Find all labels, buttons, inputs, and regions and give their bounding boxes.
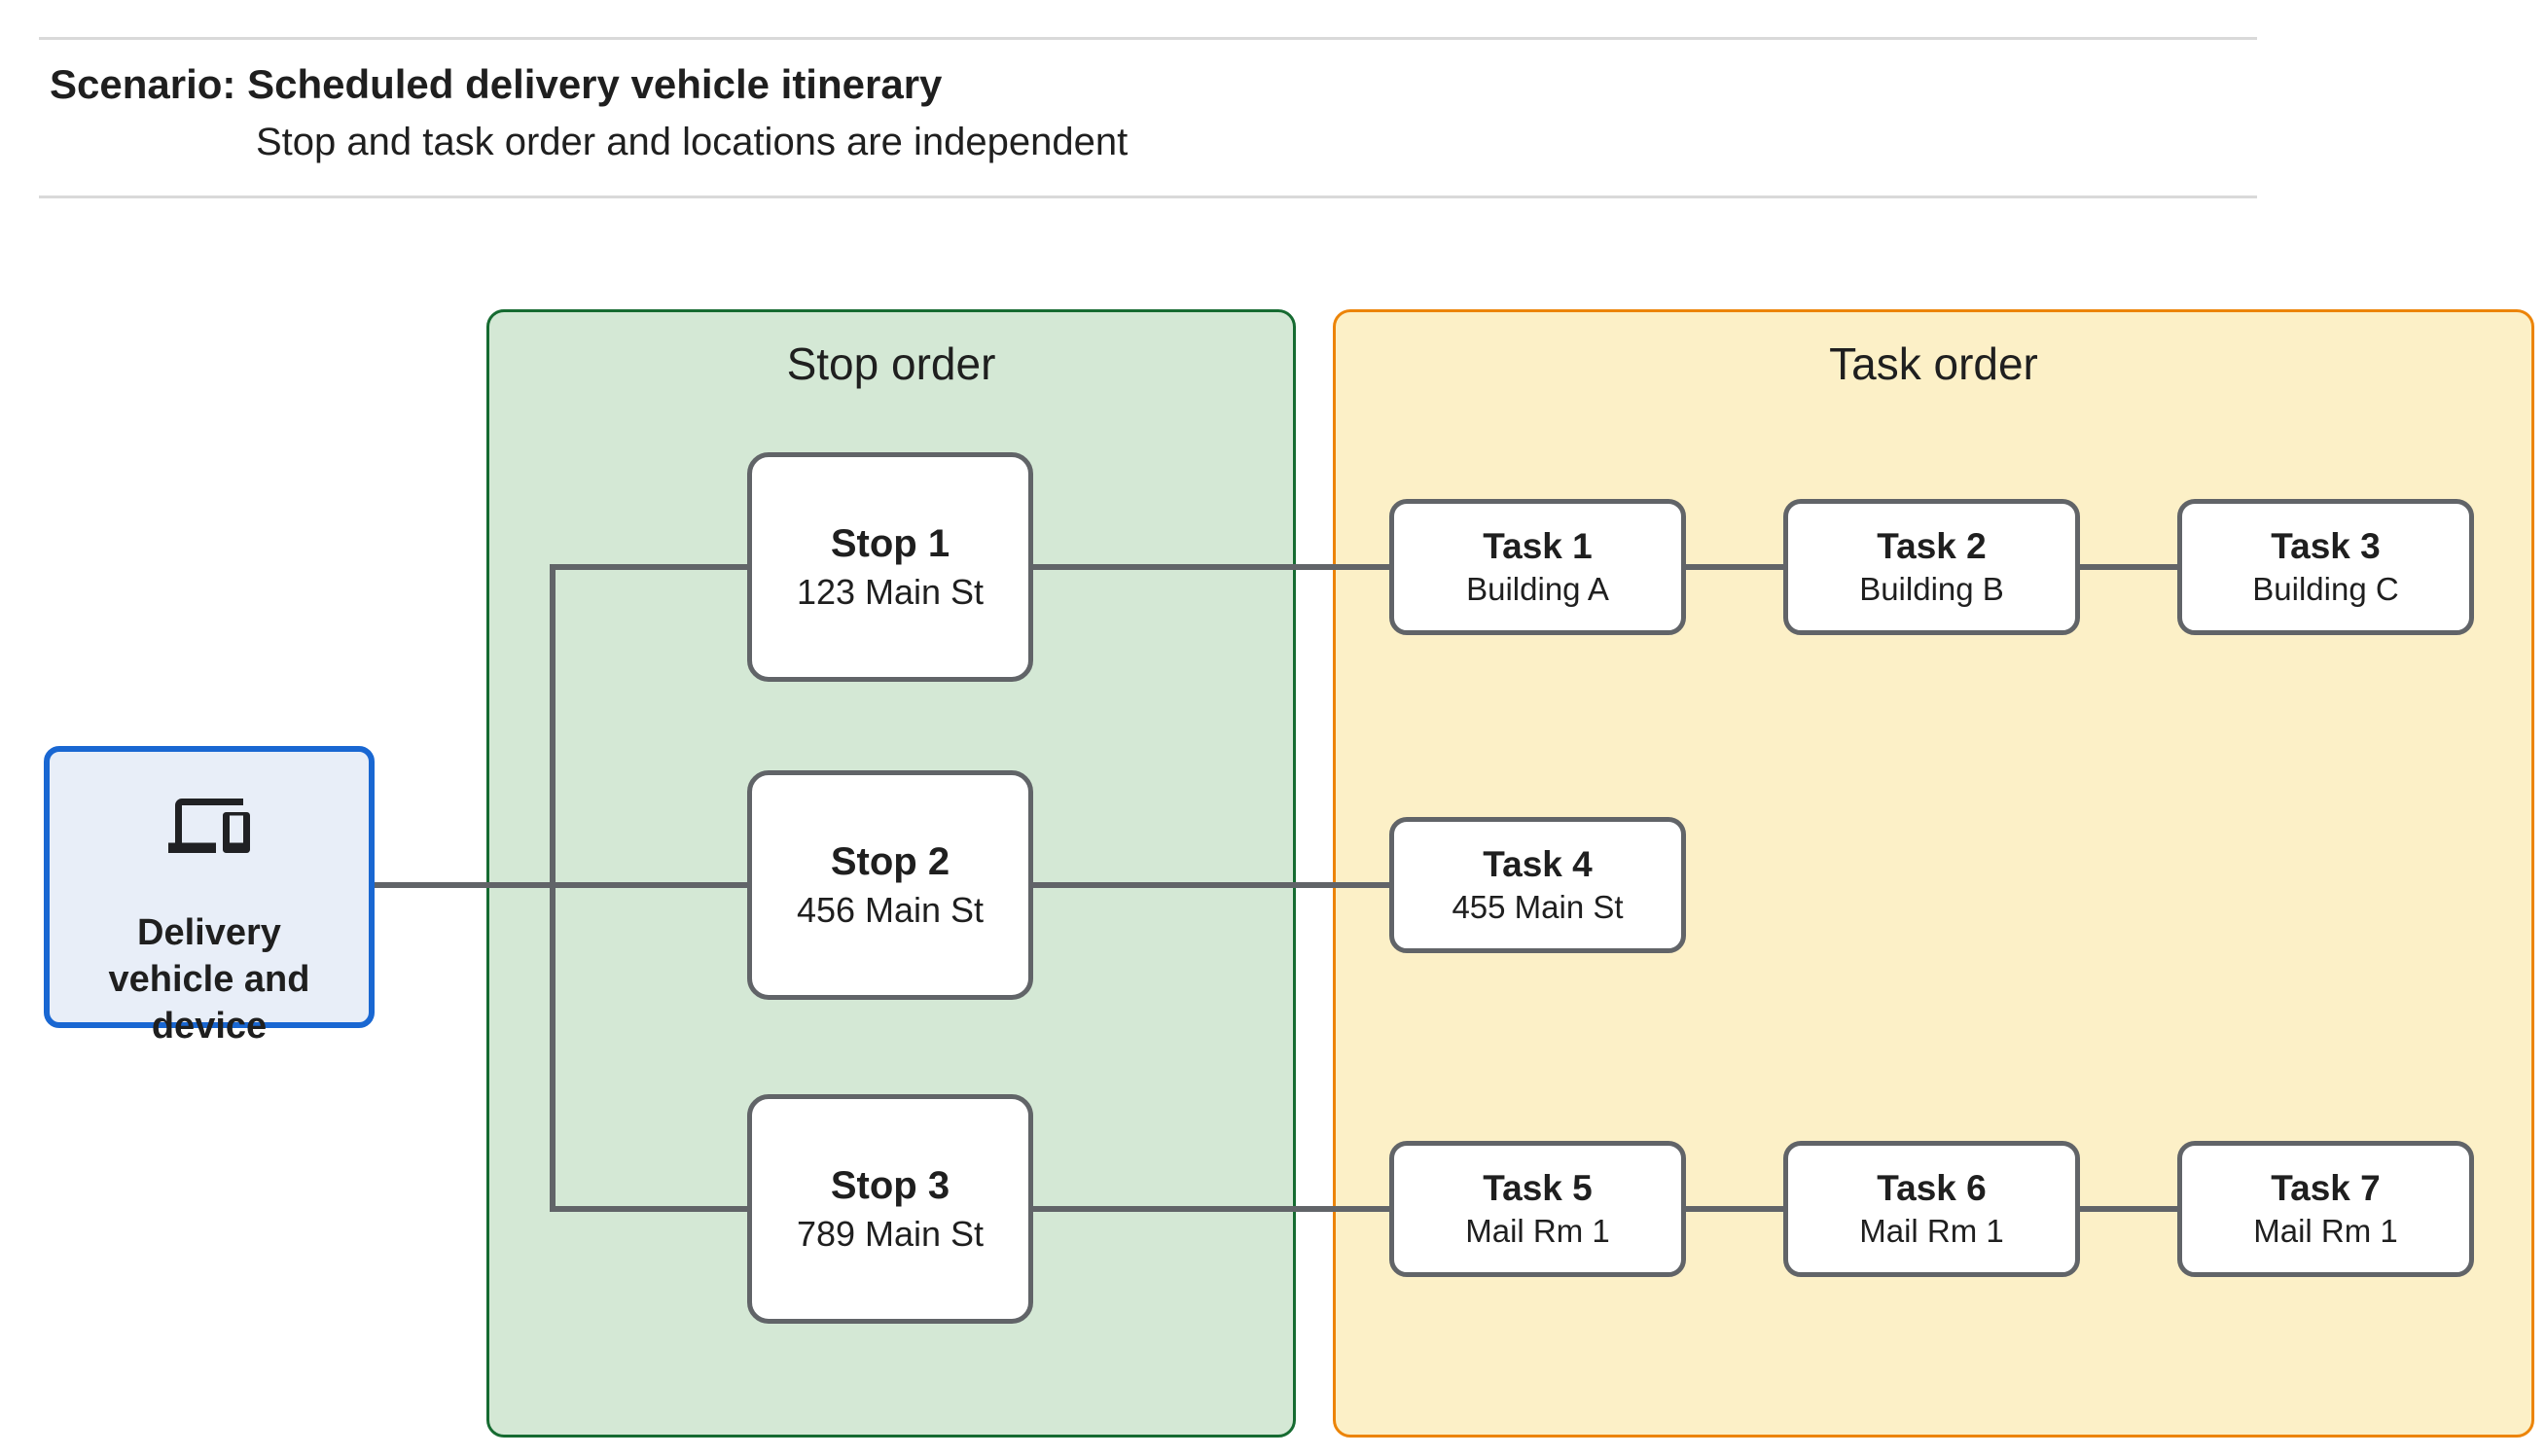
task-5-name: Task 5 [1483,1167,1593,1208]
task-2-node: Task 2 Building B [1783,499,2080,635]
task-6-location: Mail Rm 1 [1859,1213,2004,1250]
header-divider-top [39,37,2257,40]
connector-stop3-task5 [1031,1206,1391,1212]
stop-1-node: Stop 1 123 Main St [747,452,1033,682]
task-order-panel-title: Task order [1829,338,2038,389]
task-1-name: Task 1 [1483,525,1593,566]
task-1-location: Building A [1466,571,1609,608]
page-title: Scenario: Scheduled delivery vehicle iti… [50,61,943,107]
stop-3-node: Stop 3 789 Main St [747,1094,1033,1324]
page-subtitle: Stop and task order and locations are in… [256,121,1129,163]
task-7-location: Mail Rm 1 [2253,1213,2398,1250]
stop-order-panel-title: Stop order [786,338,996,389]
connector-task1-task2 [1684,564,1785,570]
delivery-vehicle-node: Delivery vehicle and device [44,746,375,1047]
task-2-name: Task 2 [1877,525,1987,566]
task-4-name: Task 4 [1483,843,1593,884]
task-7-node: Task 7 Mail Rm 1 [2177,1141,2474,1277]
stop-3-name: Stop 3 [830,1164,950,1208]
connector-task2-task3 [2078,564,2179,570]
connector-trunk-vertical [550,564,556,1212]
connector-stop2-task4 [1031,882,1391,888]
header-divider-bottom [39,195,2257,198]
connector-branch-stop1 [550,564,749,570]
task-3-name: Task 3 [2271,525,2381,566]
task-2-location: Building B [1859,571,2004,608]
connector-vehicle-to-stop2 [373,882,749,888]
stop-2-name: Stop 2 [830,840,950,884]
stop-2-node: Stop 2 456 Main St [747,770,1033,1000]
stop-1-name: Stop 1 [830,522,950,566]
stop-1-location: 123 Main St [796,572,985,613]
connector-branch-stop3 [550,1206,749,1212]
task-5-location: Mail Rm 1 [1465,1213,1610,1250]
connector-task5-task6 [1684,1206,1785,1212]
stop-2-location: 456 Main St [796,890,985,931]
task-7-name: Task 7 [2271,1167,2381,1208]
task-6-name: Task 6 [1877,1167,1987,1208]
devices-icon [168,799,250,853]
task-6-node: Task 6 Mail Rm 1 [1783,1141,2080,1277]
connector-task6-task7 [2078,1206,2179,1212]
delivery-vehicle-label: Delivery vehicle and device [108,912,310,1047]
task-5-node: Task 5 Mail Rm 1 [1389,1141,1686,1277]
task-4-node: Task 4 455 Main St [1389,817,1686,953]
task-3-location: Building C [2252,571,2399,608]
connector-stop1-task1 [1031,564,1391,570]
task-3-node: Task 3 Building C [2177,499,2474,635]
task-4-location: 455 Main St [1452,889,1624,926]
stop-3-location: 789 Main St [796,1214,985,1255]
task-1-node: Task 1 Building A [1389,499,1686,635]
